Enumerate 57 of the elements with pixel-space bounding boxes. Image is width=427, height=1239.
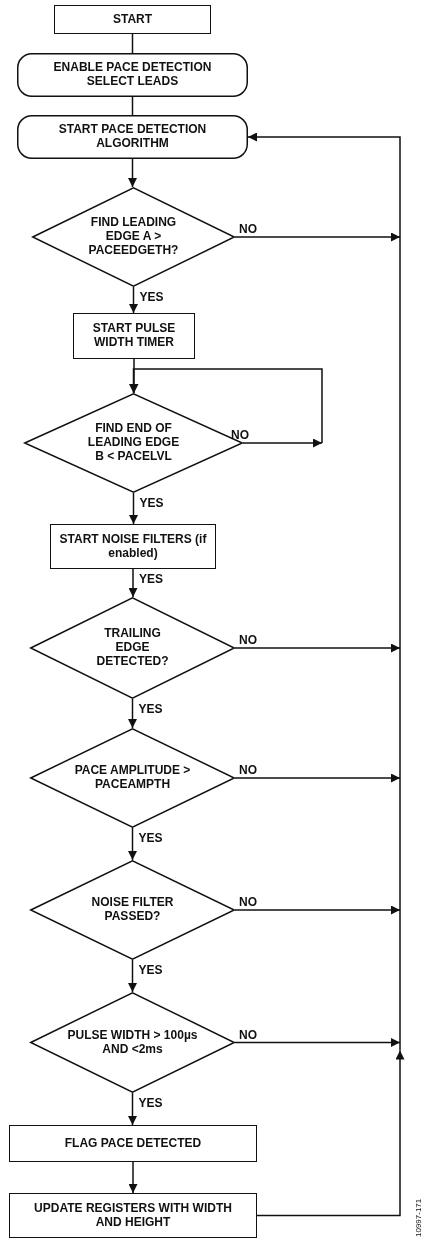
- edge-label: YES: [139, 497, 164, 509]
- rounded-process-box: [17, 53, 248, 97]
- edge-label: YES: [139, 573, 163, 585]
- decision-diamond: [30, 860, 235, 960]
- arrow: [129, 368, 323, 444]
- arrow: [128, 827, 137, 861]
- process-box: [54, 5, 211, 34]
- node-label: PULSE WIDTH > 100µs AND <2ms: [66, 1028, 199, 1057]
- arrow: [247, 132, 401, 1052]
- edge-label: NO: [239, 896, 257, 908]
- node-label: FLAG PACE DETECTED: [64, 1136, 202, 1151]
- edge-label: NO: [231, 429, 249, 441]
- edge-label: NO: [239, 223, 257, 235]
- node-label: PACE AMPLITUDE > PACEAMPTH: [73, 764, 192, 792]
- decision-diamond: [30, 992, 235, 1093]
- arrow: [234, 905, 401, 915]
- edge-label: NO: [239, 764, 257, 776]
- node-label: TRAILING EDGE DETECTED?: [95, 627, 170, 669]
- node-label: START PULSE WIDTH TIMER: [91, 322, 177, 350]
- arrow: [128, 1092, 137, 1126]
- arrow: [234, 1038, 401, 1047]
- arrow: [234, 643, 401, 653]
- node-label: FIND END OF LEADING EDGE B < PACELVL: [86, 422, 181, 464]
- arrow: [129, 286, 138, 314]
- node-label: NOISE FILTER PASSED?: [90, 896, 175, 924]
- arrow: [242, 438, 323, 448]
- process-box: [73, 313, 195, 359]
- node-label: START NOISE FILTERS (if enabled): [58, 532, 208, 561]
- process-box: [9, 1125, 257, 1162]
- edge-label: YES: [139, 291, 164, 303]
- node-label: FIND LEADING EDGE A > PACEEDGETH?: [87, 216, 180, 258]
- rounded-process-box: [17, 115, 248, 159]
- edge-label: NO: [239, 1028, 257, 1041]
- arrow: [128, 959, 137, 993]
- arrow: [128, 1161, 138, 1194]
- arrow: [234, 773, 401, 783]
- edge-label: NO: [239, 634, 257, 646]
- edge-label: YES: [138, 1097, 163, 1109]
- arrow: [234, 232, 401, 242]
- node-label: ENABLE PACE DETECTION SELECT LEADS: [52, 61, 213, 89]
- edge-label: YES: [138, 964, 163, 976]
- decision-diamond: [30, 728, 235, 828]
- edge-label: YES: [138, 703, 163, 715]
- node-label: START PACE DETECTION ALGORITHM: [57, 123, 208, 151]
- arrow: [128, 158, 137, 188]
- arrow: [128, 698, 137, 729]
- decision-diamond: [32, 187, 235, 287]
- process-box: [9, 1193, 257, 1238]
- arrow: [256, 1049, 405, 1217]
- decision-diamond: [30, 597, 235, 699]
- node-label: START: [112, 12, 153, 27]
- process-box: [50, 524, 216, 569]
- node-label: UPDATE REGISTERS WITH WIDTH AND HEIGHT: [33, 1201, 233, 1230]
- figure-number: 10997-171: [414, 1198, 423, 1237]
- edge-label: YES: [138, 832, 163, 844]
- arrow: [129, 492, 138, 525]
- arrow: [128, 568, 138, 598]
